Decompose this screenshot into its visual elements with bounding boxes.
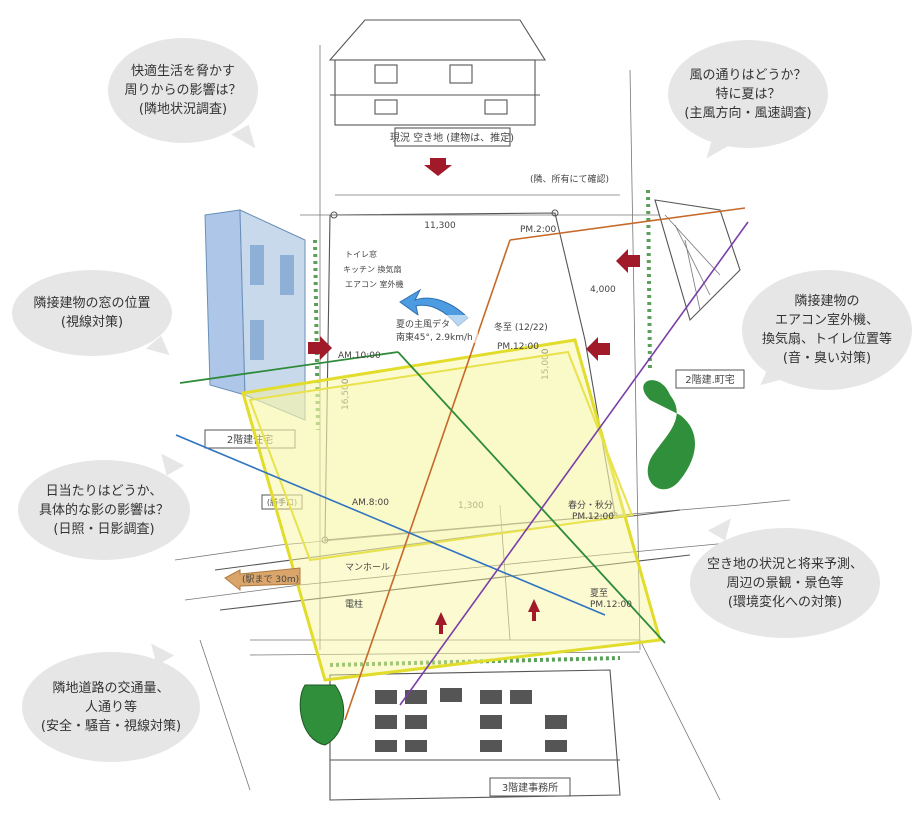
summer-solstice-label: 夏至 [590, 588, 608, 599]
bubble-vacant-land: 空き地の状況と将来予測、 周辺の景観・景色等 (環境変化への対策) [690, 528, 880, 638]
left-house-label: 2階建住宅 [227, 433, 273, 446]
manhole-label: マンホール [345, 562, 390, 573]
am800-label: AM.8:00 [352, 498, 389, 508]
arrow-bottom-right [528, 599, 540, 621]
bottom-building-sketch: 3階建事務所 [329, 669, 621, 801]
arrow-left [308, 336, 332, 360]
kitchen-fan-label: キッチン 換気扇 [343, 264, 402, 274]
line-am1000-shadow [397, 351, 666, 644]
bubble-equipment-position: 隣接建物の エアコン室外機、 換気扇、トイレ位置等 (音・臭い対策) [742, 270, 912, 390]
line-am1000 [179, 351, 399, 384]
utility-pole-label: 電柱 [345, 598, 363, 610]
top-house-label: 現況 空き地 (建物は、推定) [390, 131, 514, 144]
spring-autumn-time: PM.12:00 [572, 512, 614, 522]
sun-direction-lines [175, 207, 749, 721]
line-am800 [175, 434, 606, 616]
boundary-note: (隣、所有にて確認) [530, 173, 609, 185]
station-arrow [224, 567, 301, 592]
wind-data-line1: 夏の主風デタ [396, 318, 450, 330]
right-house-sketch: 2階建.町宅 [654, 199, 745, 389]
spring-autumn-label: 春分・秋分 [568, 499, 613, 511]
arrow-top [424, 158, 452, 176]
shadow-winter-inner [248, 350, 634, 562]
sketch-labels: トイレ窓 キッチン 換気扇 エアコン 室外機 PM.2:00 冬至 (12/22… [242, 225, 632, 610]
toilet-window-label: トイレ窓 [345, 249, 377, 259]
right-house-label: 2階建.町宅 [685, 373, 735, 386]
bubble-road-traffic: 隣地道路の交通量、 人通り等 (安全・騒音・視線対策) [22, 652, 200, 762]
winter-pm1200-label: PM.12:00 [497, 342, 539, 352]
station-label: (駅まで 30m) [242, 574, 299, 585]
depth-dimension: 16,500 [341, 378, 351, 410]
aircon-label: エアコン 室外機 [345, 279, 404, 289]
observation-arrows [308, 158, 640, 634]
bubble-wind-survey: 風の通りはどうか？ 特に夏は？ (主風方向・風速調査) [668, 40, 828, 148]
utility-label: (勝手口) [267, 497, 297, 507]
bottom-building-label: 3階建事務所 [502, 781, 558, 794]
arrow-bottom-left [435, 612, 447, 634]
line-pm200-shadow [344, 239, 511, 721]
line-purple [399, 221, 749, 706]
wind-data-line2: 南東45°, 2.9km/h [396, 331, 473, 343]
winter-solstice-label: 冬至 (12/22) [494, 321, 548, 333]
line-pm200 [509, 207, 746, 241]
setback-dimension: 4,000 [590, 285, 616, 295]
bubble-sunlight-survey: 日当たりはどうか、 具体的な影の影響は？ (日照・日影調査) [18, 460, 190, 560]
bubble-window-position: 隣接建物の窓の位置 (視線対策) [12, 270, 172, 356]
pm200-label: PM.2:00 [520, 225, 557, 235]
summer-solstice-time: PM.12:00 [590, 600, 632, 610]
greenery [299, 189, 695, 746]
width-dimension: 11,300 [424, 221, 456, 231]
am1000-label: AM.10:00 [338, 351, 381, 361]
arrow-right-upper [616, 249, 640, 273]
wind-arrow: 夏の主風デタ 南東45°, 2.9km/h [392, 288, 478, 343]
bubble-neighbor-survey: 快適生活を脅かす 周りからの影響は？ (隣地状況調査) [108, 38, 258, 143]
right-depth-dimension: 15,000 [541, 348, 551, 380]
arrow-right-mid [586, 337, 610, 361]
left-setback-dimension: 1,300 [458, 501, 484, 511]
